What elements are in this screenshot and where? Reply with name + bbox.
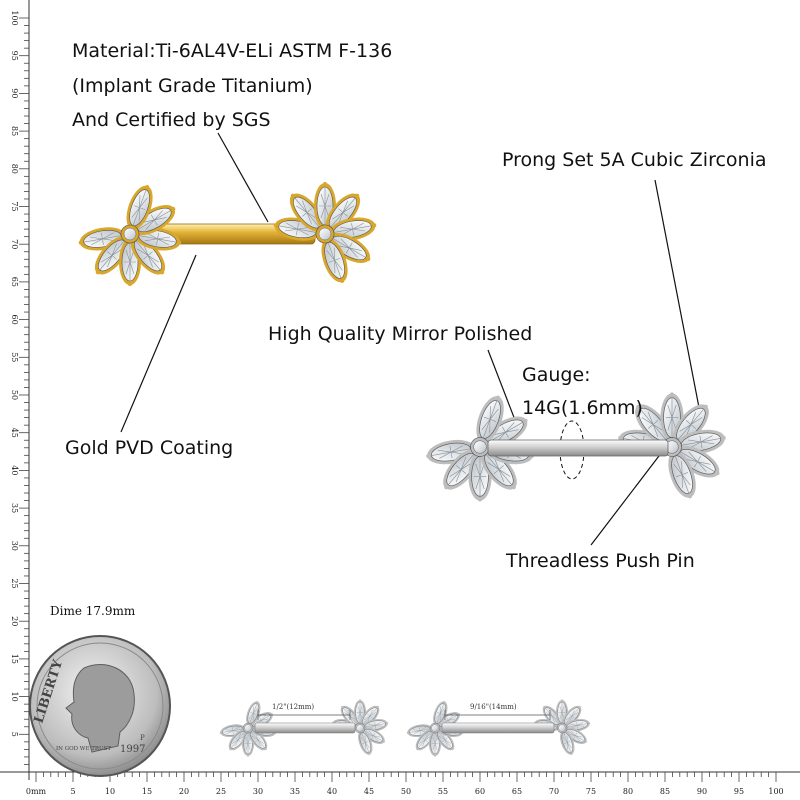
bottom-ruler-label: 30 bbox=[253, 787, 263, 796]
bottom-ruler-label: 65 bbox=[512, 787, 522, 796]
left-ruler-label: 20 bbox=[10, 616, 19, 626]
bottom-ruler-label: 0mm bbox=[26, 787, 47, 796]
small-bar-2 bbox=[441, 722, 555, 734]
size-bracket-1 bbox=[257, 710, 351, 720]
marquise-stone-icon bbox=[126, 185, 153, 230]
gold-pvd-label: Gold PVD Coating bbox=[65, 437, 234, 459]
bottom-ruler-label: 5 bbox=[70, 787, 75, 796]
left-ruler-label: 40 bbox=[10, 465, 19, 475]
left-ruler-label: 100 bbox=[10, 10, 19, 25]
bottom-ruler-label: 95 bbox=[734, 787, 744, 796]
left-ruler-label: 80 bbox=[10, 164, 19, 174]
left-ruler-label: 5 bbox=[10, 732, 19, 737]
left-ruler-label: 15 bbox=[10, 654, 19, 664]
bottom-ruler-label: 80 bbox=[623, 787, 633, 796]
dime-mint-text: P bbox=[140, 734, 145, 742]
size-bracket-2 bbox=[444, 710, 551, 720]
round-stone-icon bbox=[473, 440, 487, 454]
roosevelt-profile-icon bbox=[65, 663, 135, 753]
bottom-ruler-label: 90 bbox=[697, 787, 707, 796]
dime-coin: LIBERTY IN GOD WE TRUST 1997 P bbox=[29, 635, 171, 777]
marquise-stone-icon bbox=[562, 705, 582, 727]
left-ruler-label: 55 bbox=[10, 352, 19, 362]
round-stone-icon bbox=[318, 227, 332, 241]
bottom-ruler-label: 40 bbox=[327, 787, 337, 796]
bottom-ruler-label: 60 bbox=[475, 787, 485, 796]
gold-flower-left bbox=[78, 185, 182, 286]
round-stone-icon bbox=[123, 227, 137, 241]
threadless-label: Threadless Push Pin bbox=[506, 550, 695, 572]
leader-material bbox=[217, 132, 269, 223]
left-ruler: 100 95 90 85 80 75 70 65 60 55 50 45 40 35 30 25 20 15 10 5 bbox=[10, 0, 30, 780]
leader-gold bbox=[120, 254, 197, 433]
left-ruler-label: 70 bbox=[10, 239, 19, 249]
left-ruler-label: 60 bbox=[10, 315, 19, 325]
material-line-3: And Certified by SGS bbox=[72, 109, 271, 131]
round-stone-icon bbox=[558, 724, 566, 732]
marquise-stone-icon bbox=[433, 701, 448, 726]
mirror-polished-label: High Quality Mirror Polished bbox=[268, 323, 533, 345]
bottom-ruler-label: 15 bbox=[142, 787, 152, 796]
leader-threadless bbox=[590, 451, 663, 546]
small-flower-2-left bbox=[406, 701, 464, 757]
bottom-ruler-label: 25 bbox=[216, 787, 226, 796]
round-stone-icon bbox=[356, 724, 364, 732]
prong-set-label: Prong Set 5A Cubic Zirconia bbox=[502, 149, 767, 171]
round-stone-icon bbox=[244, 724, 252, 732]
small-flower-2-right bbox=[533, 699, 591, 755]
bottom-ruler-label: 85 bbox=[660, 787, 670, 796]
material-line-2: (Implant Grade Titanium) bbox=[72, 75, 313, 97]
dime-motto-text: IN GOD WE TRUST bbox=[56, 746, 111, 752]
left-ruler-label: 65 bbox=[10, 277, 19, 287]
left-ruler-label: 30 bbox=[10, 541, 19, 551]
left-ruler-label: 35 bbox=[10, 503, 19, 513]
round-stone-icon bbox=[431, 724, 439, 732]
small-bar-1 bbox=[254, 722, 356, 734]
leader-prong bbox=[654, 179, 703, 424]
bottom-ruler-label: 10 bbox=[105, 787, 115, 796]
bottom-ruler-label: 70 bbox=[549, 787, 559, 796]
gold-flower-right bbox=[273, 182, 377, 283]
bottom-ruler-label: 20 bbox=[179, 787, 189, 796]
left-ruler-label: 85 bbox=[10, 126, 19, 136]
marquise-stone-icon bbox=[329, 217, 377, 241]
gauge-label: Gauge: bbox=[522, 364, 591, 386]
left-ruler-label: 45 bbox=[10, 428, 19, 438]
dime-size-label: Dime 17.9mm bbox=[50, 604, 136, 618]
bottom-ruler-label: 35 bbox=[290, 787, 300, 796]
gauge-value: 14G(1.6mm) bbox=[522, 397, 643, 419]
dime-year-text: 1997 bbox=[120, 744, 145, 755]
left-ruler-label: 50 bbox=[10, 390, 19, 400]
bottom-ruler-label: 100 bbox=[768, 787, 783, 796]
bottom-ruler-label: 55 bbox=[438, 787, 448, 796]
silver-bar bbox=[487, 439, 669, 457]
left-ruler-label: 90 bbox=[10, 88, 19, 98]
bottom-ruler-label: 50 bbox=[401, 787, 411, 796]
size-option-1-label: 1/2"(12mm) bbox=[272, 703, 315, 711]
left-ruler-label: 25 bbox=[10, 578, 19, 588]
bottom-ruler: 0mm 5 10 15 20 25 30 35 40 45 50 55 60 65 70 75 80 85 90 95… bbox=[0, 771, 800, 796]
left-ruler-label: 95 bbox=[10, 51, 19, 61]
material-line-1: Material:Ti-6AL4V-ELi ASTM F-136 bbox=[72, 40, 393, 62]
size-option-2-label: 9/16"(14mm) bbox=[470, 703, 517, 711]
left-ruler-label: 75 bbox=[10, 201, 19, 211]
bottom-ruler-label: 45 bbox=[364, 787, 374, 796]
bottom-ruler-label: 75 bbox=[586, 787, 596, 796]
left-ruler-label: 10 bbox=[10, 692, 19, 702]
